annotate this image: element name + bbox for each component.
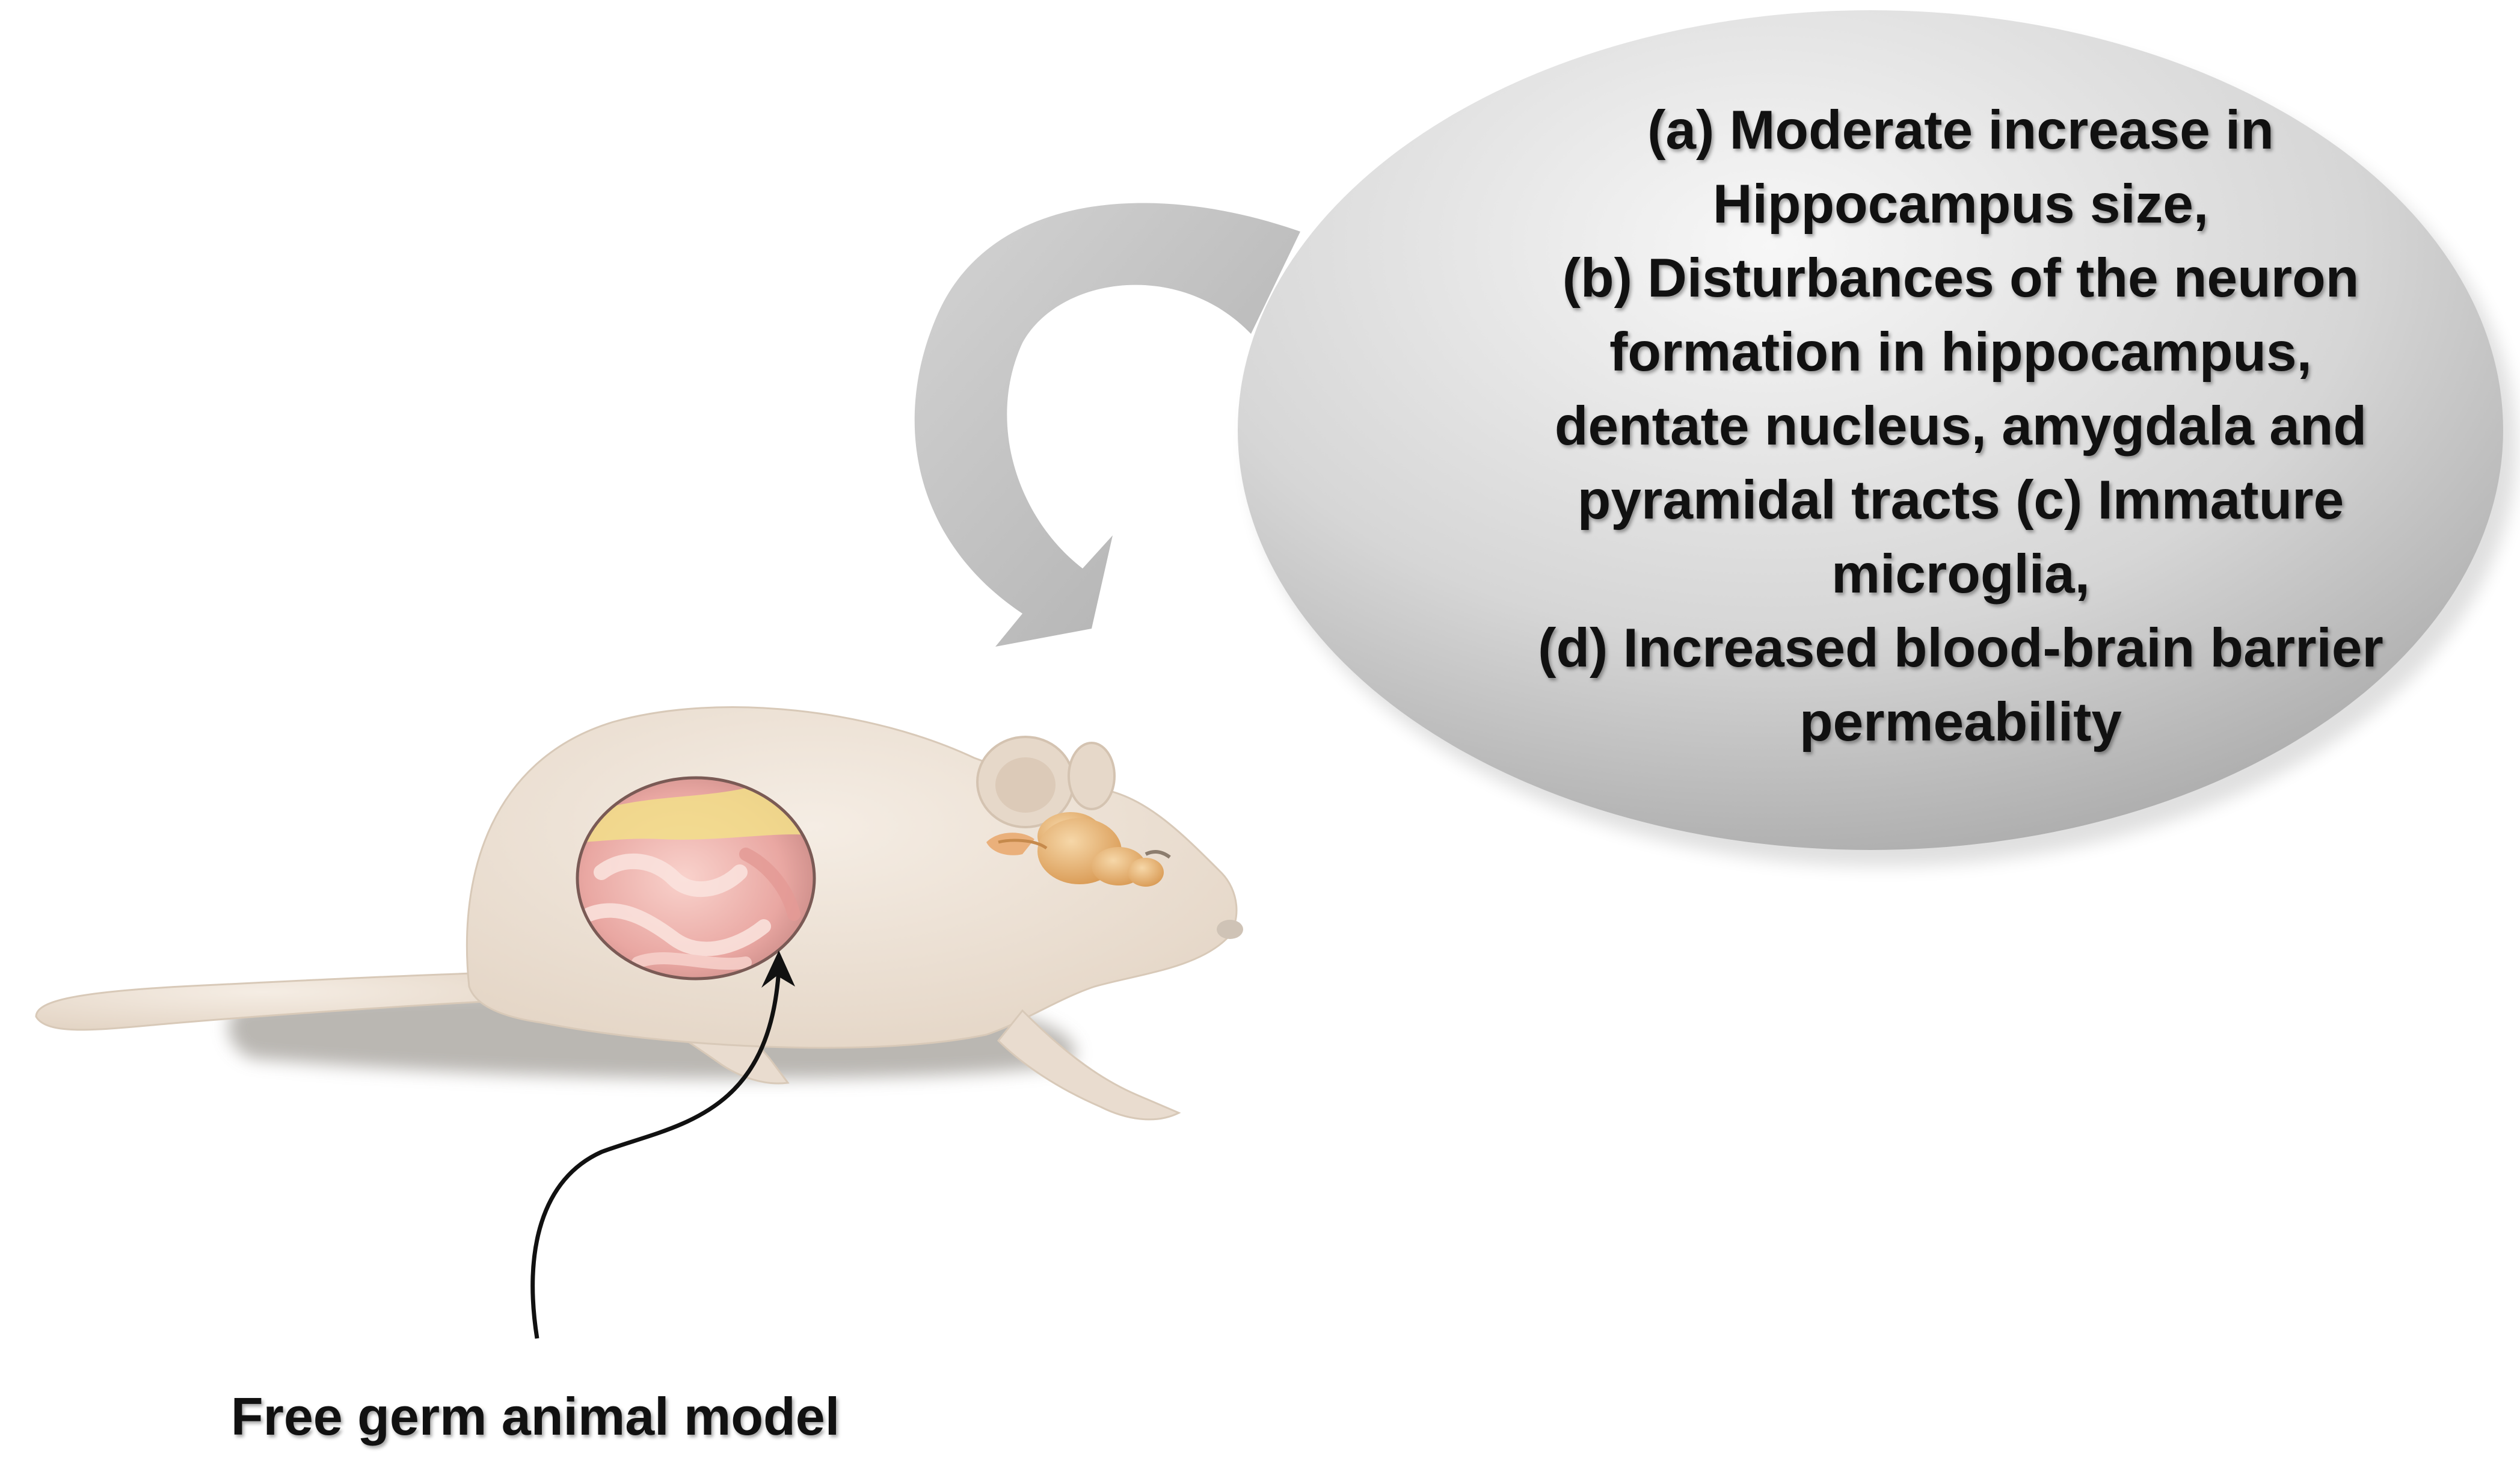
callout-line: formation in hippocampus, [1609, 322, 2312, 383]
pointer-arrow-icon [530, 950, 795, 1339]
brain-icon [986, 812, 1164, 887]
speech-bubble [1238, 10, 2517, 867]
callout-line: microglia, [1831, 544, 2090, 605]
callout-line: pyramidal tracts (c) Immature [1577, 470, 2344, 531]
model-label: Free germ animal model [230, 1387, 840, 1446]
gut-magnifier-icon [576, 776, 816, 981]
callout-line: (b) Disturbances of the neuron [1562, 248, 2359, 309]
callout-line: dentate nucleus, amygdala and [1554, 396, 2367, 457]
callout-line: (d) Increased blood-brain barrier [1538, 618, 2383, 679]
callout-line: permeability [1799, 692, 2122, 753]
callout-line: (a) Moderate increase in [1647, 100, 2274, 161]
callout-text: (a) Moderate increase in Hippocampus siz… [1311, 93, 2520, 759]
callout-line: Hippocampus size, [1712, 174, 2209, 235]
curved-arrow-icon [914, 203, 1300, 647]
rat-illustration [35, 706, 1243, 1121]
